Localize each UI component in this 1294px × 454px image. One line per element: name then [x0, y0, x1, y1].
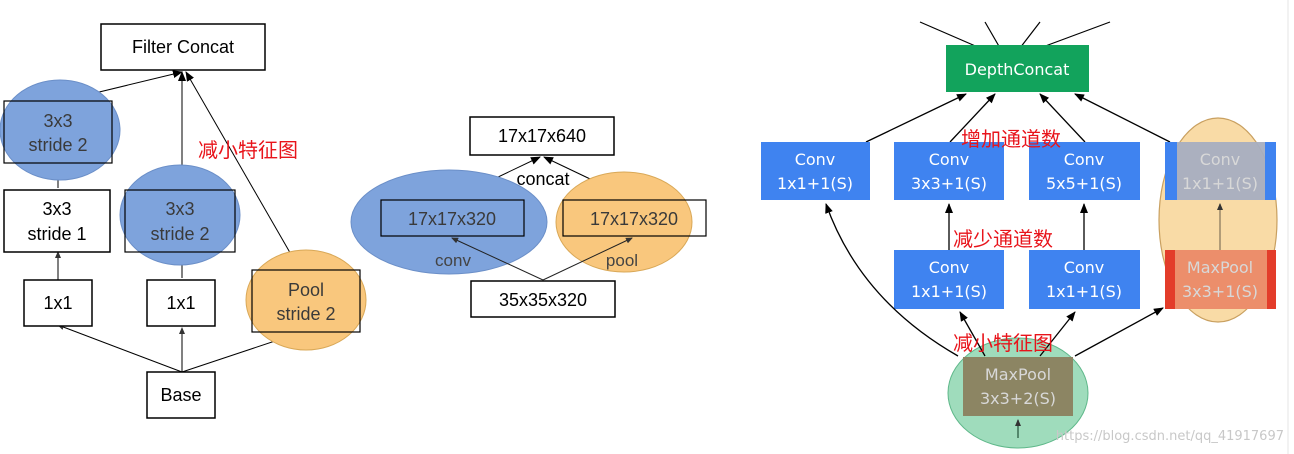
conv-reduce-3x3-line2: 1x1+1(S) [911, 282, 987, 301]
conv-ellipse [350, 169, 548, 275]
stride1-box [3, 189, 111, 253]
conv-17x17x320-label: 17x17x320 [408, 209, 496, 229]
input-35x35x320-box [470, 280, 616, 318]
stride2-line1: 3x3 [43, 111, 72, 131]
output-17x17x640-label: 17x17x640 [498, 126, 586, 146]
pool-ellipse [555, 171, 693, 273]
pool-17x17x320-label: 17x17x320 [590, 209, 678, 229]
depth-concat-box [946, 45, 1089, 92]
conv-label: conv [435, 251, 471, 270]
maxpool-3x3-line2: 3x3+1(S) [1182, 282, 1258, 301]
row2-arrows [945, 203, 1088, 250]
conv-3x3-box [894, 142, 1004, 200]
right-diagram: DepthConcat Conv 1x1+1(S) Conv 3x3+1(S) … [761, 21, 1278, 449]
conv-3x3-line1: Conv [929, 150, 970, 169]
conv1x1-box-a [23, 279, 93, 327]
left-diagram: Filter Concat 3x3 stride 2 3x3 stride 1 … [0, 23, 367, 419]
reduce-channels-annotation: 减少通道数 [953, 227, 1053, 251]
mid-stride2-line1: 3x3 [165, 199, 194, 219]
mid-stride2-box [124, 189, 236, 253]
concat-label: concat [516, 169, 569, 189]
blue-highlight-ellipse [0, 79, 121, 181]
conv1x1-box-b [146, 279, 216, 327]
stride1-line1: 3x3 [42, 199, 71, 219]
conv-reduce-5x5-line1: Conv [1064, 258, 1105, 277]
conv1x1-label-a: 1x1 [43, 293, 72, 313]
conv-1x1-box [761, 142, 870, 200]
top-fan-lines [919, 21, 1111, 49]
conv-reduce-3x3-box [894, 250, 1004, 309]
conv-reduce-5x5-line2: 1x1+1(S) [1046, 282, 1122, 301]
pool-line2: stride 2 [276, 304, 335, 324]
conv-1x1-line1: Conv [795, 150, 836, 169]
base-box [146, 371, 216, 419]
conv-pool-proj-edge-right [1265, 142, 1276, 200]
conv-reduce-3x3-line1: Conv [929, 258, 970, 277]
conv-pool-proj-edge [1165, 142, 1177, 200]
conv-pool-proj-line2: 1x1+1(S) [1182, 174, 1258, 193]
conv-3x3-line2: 3x3+1(S) [911, 174, 987, 193]
pool-line1: Pool [288, 280, 324, 300]
conv-reduce-5x5-box [1029, 250, 1140, 309]
pool-17x17x320-box [562, 199, 707, 237]
conv-1x1-line2: 1x1+1(S) [777, 174, 853, 193]
stride1-line2: stride 1 [27, 224, 86, 244]
maxpool-stride2-line2: 3x3+2(S) [980, 389, 1056, 408]
middle-bottom-arrows [451, 237, 633, 281]
maxpool-stride2-box [963, 357, 1073, 416]
conv-pool-proj-line1: Conv [1200, 150, 1241, 169]
orange-highlight-ellipse [245, 249, 367, 351]
bottom-arrows [825, 203, 1164, 357]
input-35x35x320-label: 35x35x320 [499, 290, 587, 310]
conv-5x5-line2: 5x5+1(S) [1046, 174, 1122, 193]
conv-5x5-box [1029, 142, 1140, 200]
watermark-text: https://blog.csdn.net/qq_41917697 [1056, 429, 1284, 444]
maxpool-3x3-edge-right [1267, 250, 1276, 309]
filter-concat-label: Filter Concat [132, 37, 234, 57]
reduce-feature-map-annotation: 减小特征图 [198, 138, 298, 162]
conv-pool-proj-box [1165, 142, 1275, 200]
base-label: Base [160, 385, 201, 405]
depth-concat-label: DepthConcat [965, 60, 1070, 79]
pool-box [251, 269, 361, 333]
maxpool-3x3-edge [1165, 250, 1175, 309]
pool-label: pool [606, 251, 638, 270]
mid-stride2-line2: stride 2 [150, 224, 209, 244]
stride2-box [3, 100, 113, 164]
filter-concat-box [100, 23, 266, 71]
reduce-feature-map-annotation-right: 减小特征图 [953, 331, 1053, 355]
maxpool-3x3-box [1165, 250, 1275, 309]
stride2-line2: stride 2 [28, 135, 87, 155]
conv-5x5-line1: Conv [1064, 150, 1105, 169]
concat-arrows [865, 93, 1171, 143]
maxpool-stride2-line1: MaxPool [985, 365, 1051, 384]
conv-17x17x320-box [380, 199, 525, 237]
middle-diagram: 17x17x640 concat 17x17x320 conv 17x17x32… [350, 116, 707, 318]
conv1x1-label-b: 1x1 [166, 293, 195, 313]
increase-channels-annotation: 增加通道数 [961, 127, 1061, 151]
output-17x17x640-box [469, 116, 615, 156]
maxpool-3x3-line1: MaxPool [1187, 258, 1253, 277]
